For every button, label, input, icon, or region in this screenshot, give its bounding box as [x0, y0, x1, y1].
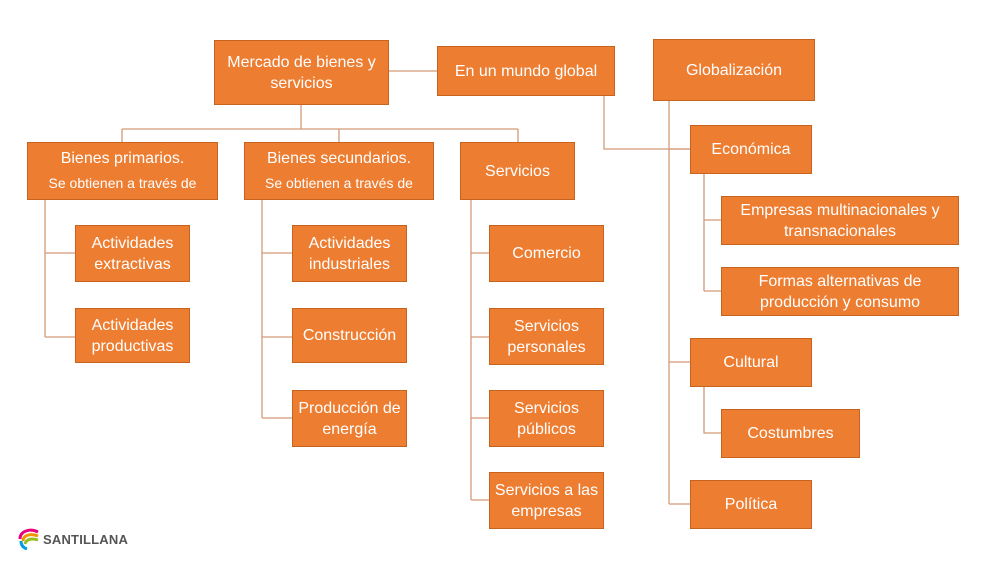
node-label: Servicios personales: [507, 317, 586, 356]
node-politica: Política: [690, 480, 812, 529]
node-label: Comercio: [512, 245, 581, 262]
node-economica: Económica: [690, 125, 812, 174]
node-label: Cultural: [723, 354, 779, 371]
node-produccion-energia: Producción de energía: [292, 390, 407, 447]
node-construccion: Construcción: [292, 308, 407, 363]
node-label: Bienes secundarios.: [266, 150, 412, 167]
node-label: Económica: [711, 141, 791, 158]
node-cultural: Cultural: [690, 338, 812, 387]
node-servicios-publicos: Servicios públicos: [489, 390, 604, 447]
node-label: Actividades productivas: [91, 316, 174, 355]
node-label: Bienes primarios.: [60, 150, 185, 167]
node-label: Globalización: [685, 61, 783, 79]
node-label: Servicios a las empresas: [494, 481, 599, 520]
node-actividades-extractivas: Actividades extractivas: [75, 225, 190, 282]
node-mercado: Mercado de bienes y servicios: [214, 40, 389, 105]
node-mundo-global: En un mundo global: [437, 46, 615, 96]
node-label: Producción de energía: [298, 399, 401, 438]
node-formas-alternativas: Formas alternativas de producción y cons…: [721, 267, 959, 316]
node-comercio: Comercio: [489, 225, 604, 282]
node-empresas-multinacionales: Empresas multinacionales y transnacional…: [721, 196, 959, 245]
node-label: En un mundo global: [454, 62, 598, 80]
node-costumbres: Costumbres: [721, 409, 860, 458]
logo-mark-icon: [18, 528, 39, 550]
node-label: Servicios: [485, 162, 550, 180]
node-actividades-productivas: Actividades productivas: [75, 308, 190, 363]
santillana-logo: SANTILLANA: [18, 528, 128, 550]
node-subtitle: Se obtienen a través de: [265, 175, 413, 191]
node-label: Actividades extractivas: [91, 234, 174, 273]
node-label: Mercado de bienes y servicios: [227, 53, 376, 92]
node-subtitle: Se obtienen a través de: [48, 175, 197, 191]
node-label: Empresas multinacionales y transnacional…: [740, 201, 940, 240]
node-bienes-secundarios: Bienes secundarios. Se obtienen a través …: [244, 142, 434, 200]
node-label: Servicios públicos: [514, 399, 579, 438]
node-servicios-personales: Servicios personales: [489, 308, 604, 365]
node-label: Formas alternativas de producción y cons…: [758, 272, 922, 311]
node-bienes-primarios: Bienes primarios. Se obtienen a través de: [27, 142, 218, 200]
logo-text: SANTILLANA: [43, 531, 129, 547]
node-label: Construcción: [302, 327, 397, 344]
node-globalizacion: Globalización: [653, 39, 815, 101]
node-servicios-empresas: Servicios a las empresas: [489, 472, 604, 529]
node-label: Política: [724, 496, 778, 513]
node-servicios: Servicios: [460, 142, 575, 200]
node-label: Costumbres: [747, 425, 834, 442]
node-actividades-industriales: Actividades industriales: [292, 225, 407, 282]
node-label: Actividades industriales: [308, 234, 391, 273]
